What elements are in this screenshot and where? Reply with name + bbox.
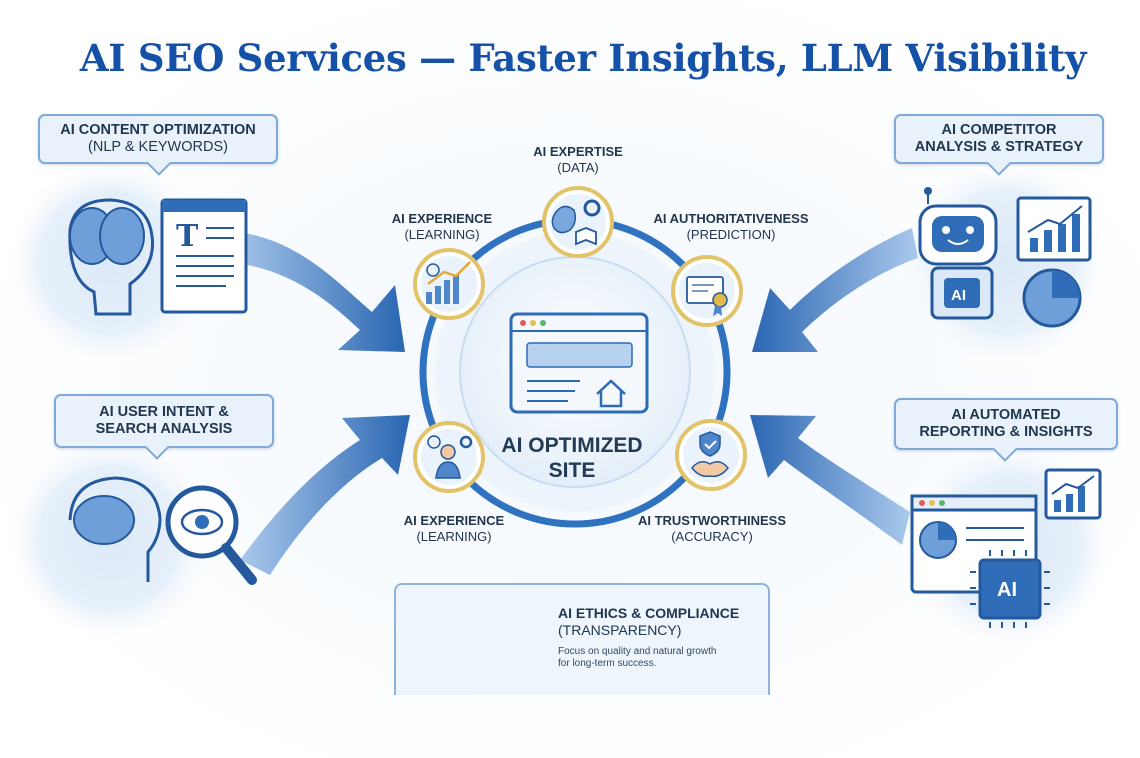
label-experience-bottom-line1: AI EXPERIENCE	[403, 513, 505, 528]
robot-badge: AI	[951, 287, 966, 304]
callout-content-optimization: AI CONTENT OPTIMIZATION (NLP & KEYWORDS)	[38, 114, 278, 176]
website-icon	[509, 312, 649, 414]
ethics-line1: AI ETHICS & COMPLIANCE	[558, 605, 740, 621]
callout-intent-line2: SEARCH ANALYSIS	[95, 421, 233, 437]
brain-document-icon: T	[68, 198, 248, 316]
arrow-top-right	[752, 228, 918, 352]
center-line2: SITE	[548, 459, 596, 482]
halo-content	[10, 162, 210, 362]
badge-trustworthiness	[675, 419, 747, 491]
callout-reporting-line2: REPORTING & INSIGHTS	[919, 424, 1093, 440]
label-authoritativeness-line2: (PREDICTION)	[686, 227, 776, 242]
callout-intent-line1: AI USER INTENT &	[99, 404, 229, 420]
center-line1: AI OPTIMIZED	[501, 434, 643, 457]
label-expertise: AI EXPERTISE (DATA)	[498, 144, 658, 176]
callout-content-line1: AI CONTENT OPTIMIZATION	[60, 122, 256, 138]
ethics-sub1: Focus on quality and natural growth	[558, 646, 717, 657]
label-experience-bottom: AI EXPERIENCE (LEARNING)	[374, 513, 534, 545]
center-label: AI OPTIMIZED SITE	[477, 433, 667, 483]
callout-competitor-analysis: AI COMPETITOR ANALYSIS & STRATEGY	[894, 114, 1104, 176]
label-expertise-line2: (DATA)	[557, 160, 599, 175]
label-authoritativeness: AI AUTHORITATIVENESS (PREDICTION)	[636, 211, 826, 243]
label-trustworthiness: AI TRUSTWORTHINESS (ACCURACY)	[624, 513, 800, 545]
arrow-top-left	[228, 232, 405, 352]
label-authoritativeness-line1: AI AUTHORITATIVENESS	[653, 211, 809, 226]
head-magnifier-icon	[68, 476, 257, 585]
chip-badge: AI	[997, 579, 1017, 601]
badge-authoritativeness	[671, 255, 743, 327]
label-experience-top-line2: (LEARNING)	[404, 227, 480, 242]
label-trustworthiness-line1: AI TRUSTWORTHINESS	[637, 513, 787, 528]
ethics-sub2: for long-term success.	[558, 658, 657, 669]
ethics-heading: AI ETHICS & COMPLIANCE (TRANSPARENCY)	[558, 605, 739, 639]
page-title: AI SEO Services — Faster Insights, LLM V…	[79, 36, 1087, 80]
label-expertise-line1: AI EXPERTISE	[533, 144, 623, 159]
badge-experience-top	[413, 248, 485, 320]
ethics-line2: (TRANSPARENCY)	[558, 622, 682, 638]
label-trustworthiness-line2: (ACCURACY)	[671, 529, 753, 544]
label-experience-top: AI EXPERIENCE (LEARNING)	[362, 211, 522, 243]
callout-competitor-line2: ANALYSIS & STRATEGY	[914, 139, 1084, 155]
robot-analytics-icon: AI	[918, 187, 1092, 328]
badge-expertise	[542, 186, 614, 258]
callout-content-line2: (NLP & KEYWORDS)	[88, 139, 228, 155]
label-experience-top-line1: AI EXPERIENCE	[391, 211, 493, 226]
ethics-subtext: Focus on quality and natural growth for …	[558, 646, 716, 670]
arrow-bottom-right	[750, 415, 910, 545]
arrow-bottom-left	[240, 415, 410, 575]
callout-reporting-line1: AI AUTOMATED	[951, 407, 1061, 423]
label-experience-bottom-line2: (LEARNING)	[416, 529, 492, 544]
callout-automated-reporting: AI AUTOMATED REPORTING & INSIGHTS	[894, 398, 1118, 462]
ethics-panel	[394, 583, 770, 695]
callout-competitor-line1: AI COMPETITOR	[941, 122, 1057, 138]
callout-user-intent: AI USER INTENT & SEARCH ANALYSIS	[54, 394, 274, 460]
badge-experience-bottom	[413, 421, 485, 493]
doc-letter: T	[176, 219, 199, 254]
reporting-dashboard-icon: AI	[910, 468, 1102, 628]
